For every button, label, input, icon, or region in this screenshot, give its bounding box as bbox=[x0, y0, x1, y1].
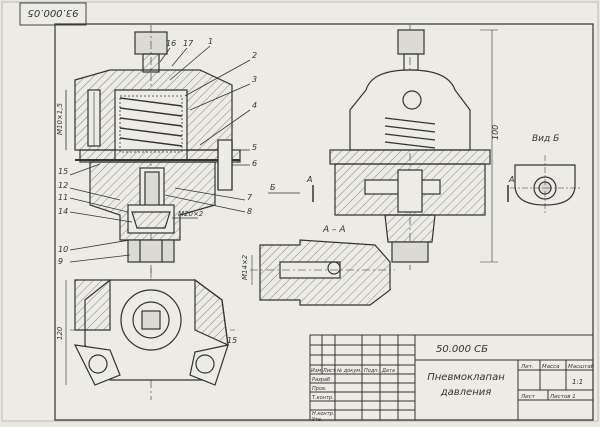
elevation-view bbox=[268, 25, 509, 270]
callout-17: 17 bbox=[183, 39, 194, 48]
section-a-right: А bbox=[508, 175, 514, 184]
label-sheet: Лист bbox=[520, 394, 536, 400]
row-nkontr: Н.контр. bbox=[312, 411, 334, 417]
callout-4: 4 bbox=[252, 101, 257, 110]
callout-5: 5 bbox=[252, 143, 257, 152]
callout-11: 11 bbox=[58, 193, 68, 202]
title-line2: давления bbox=[440, 387, 492, 398]
callout-12: 12 bbox=[58, 181, 68, 190]
callout-10: 10 bbox=[58, 245, 68, 254]
col-izm: Изм bbox=[311, 368, 321, 374]
section-a-a bbox=[250, 239, 395, 306]
section-aa-label: А – А bbox=[322, 225, 346, 235]
table-right-labels: Лит. Масса Масштаб 1:1 Лист Листов 1 bbox=[520, 364, 595, 400]
row-razrab: Разраб bbox=[312, 377, 330, 383]
dim-120: 120 bbox=[56, 326, 64, 340]
label-scale: Масштаб bbox=[568, 364, 595, 370]
dim-m14: М14×2 bbox=[241, 254, 249, 280]
callout-9: 9 bbox=[58, 257, 63, 266]
dim-100: 100 bbox=[491, 125, 500, 140]
callout-8: 8 bbox=[247, 207, 252, 216]
dim-m20: М20×2 bbox=[178, 210, 204, 218]
row-tkontr: Т.контр. bbox=[312, 395, 334, 401]
plan-view bbox=[65, 268, 235, 400]
stamp-code: 93.000.05 bbox=[28, 7, 79, 18]
section-a-left: А bbox=[306, 175, 312, 184]
col-date: Дата bbox=[381, 368, 395, 374]
row-prov: Пров. bbox=[312, 386, 327, 392]
view-b bbox=[510, 155, 580, 215]
label-sheets: Листов 1 bbox=[549, 394, 576, 400]
callout-2: 2 bbox=[252, 51, 257, 60]
callout-15a: 15 bbox=[58, 167, 68, 176]
arrow-b-label: Б bbox=[270, 183, 276, 192]
callout-1: 1 bbox=[208, 37, 213, 46]
col-doc: № докум. bbox=[336, 368, 362, 374]
table-code: 50.000 СБ bbox=[436, 344, 488, 355]
callout-leaders bbox=[65, 45, 251, 356]
callout-3: 3 bbox=[252, 75, 257, 84]
callout-6: 6 bbox=[252, 159, 257, 168]
view-b-label: Вид Б bbox=[532, 134, 559, 144]
callout-numbers: 16 17 1 2 3 4 5 6 7 8 15 12 11 14 10 9 1… bbox=[58, 37, 257, 345]
callout-7: 7 bbox=[247, 193, 253, 202]
title-block bbox=[309, 334, 594, 421]
dim-m10: М10×1,5 bbox=[56, 103, 64, 135]
main-sectional-view bbox=[74, 25, 241, 300]
table-header-cols: Изм Лист № докум. Подп. Дата bbox=[311, 368, 395, 374]
row-utv: Утв. bbox=[312, 417, 323, 423]
callout-16: 16 bbox=[166, 39, 176, 48]
scale-value: 1:1 bbox=[572, 378, 583, 386]
callout-15b: 15 bbox=[227, 336, 237, 345]
label-mass: Масса bbox=[542, 364, 560, 370]
table-left-rows: Разраб Пров. Т.контр. Н.контр. Утв. bbox=[312, 377, 334, 423]
col-list: Лист bbox=[322, 368, 337, 374]
label-lit: Лит. bbox=[520, 364, 534, 370]
title-line1: Пневмоклапан bbox=[427, 372, 505, 383]
col-sign: Подп. bbox=[364, 368, 379, 374]
stamp-box bbox=[19, 2, 87, 26]
callout-14: 14 bbox=[58, 207, 68, 216]
